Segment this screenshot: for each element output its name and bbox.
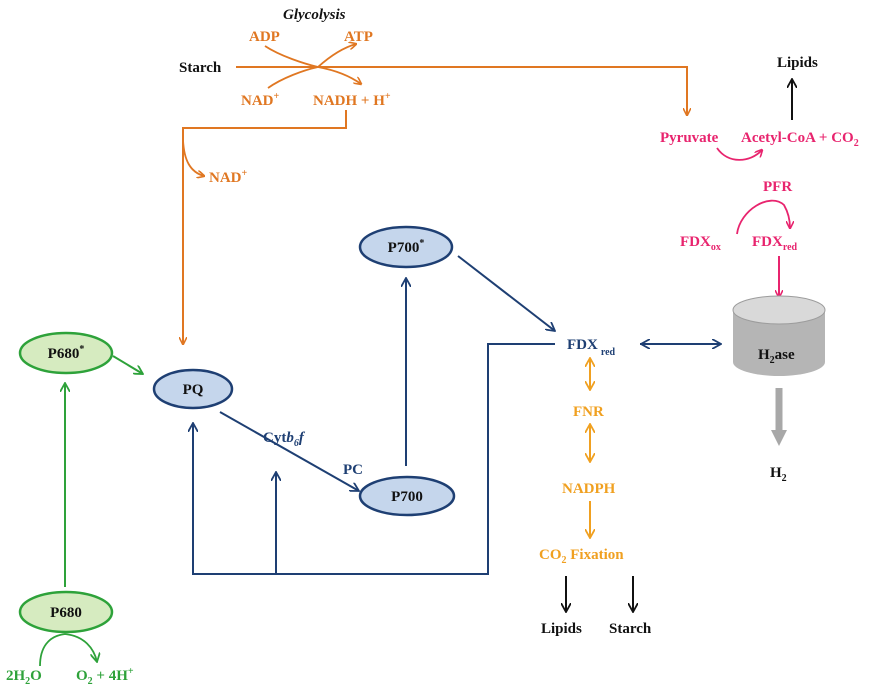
hydrogenase-group: H2ase H2 (732, 295, 826, 484)
lipids-bottom-label: Lipids (541, 621, 582, 637)
fdx-ox-label: FDXox (680, 234, 721, 253)
pc-label: PC (343, 462, 363, 478)
pyruvate-label: Pyruvate (660, 130, 719, 146)
nadph-label: NADPH (562, 481, 616, 497)
lipids-top-label: Lipids (777, 55, 818, 71)
p680star-to-pq-arrow (112, 355, 143, 374)
nad-nadh-curve (267, 66, 361, 89)
node-p680-star: P680* (18, 331, 114, 375)
pq-label: PQ (183, 382, 204, 398)
nadph-branch-group: FNR NADPH CO2 Fixation Lipids Starch (539, 358, 652, 637)
pq-to-p700-arrow (219, 411, 359, 491)
oxygen-label: O2 + 4H+ (76, 666, 134, 687)
p700-label: P700 (391, 489, 423, 505)
starch-to-pyruvate-arrow (236, 66, 687, 115)
cyt-b6f-label: Cytb6f (263, 430, 306, 449)
cyclic-electron-return-path (193, 343, 555, 575)
acetyl-coa-label: Acetyl-CoA + CO2 (741, 130, 859, 149)
pfr-label: PFR (763, 179, 792, 195)
nadh-to-pq-arrow (183, 110, 347, 344)
fdx-red-pink-label: FDXred (752, 234, 798, 253)
water-label: 2H2O (6, 668, 42, 687)
hydrogenase-cylinder-body (733, 310, 825, 376)
hydrogenase-label: H2ase (758, 347, 795, 366)
nadh-label: NADH + H+ (313, 91, 391, 109)
p700star-to-fdx-arrow (457, 255, 555, 331)
co2-fixation-label: CO2 Fixation (539, 547, 624, 566)
adp-label: ADP (249, 29, 280, 45)
starch-label: Starch (179, 60, 222, 76)
node-p700-star: P700* (358, 225, 454, 269)
pyruvate-to-acetyl-curve (716, 147, 762, 161)
node-p700: P700 (358, 475, 456, 517)
water-splitting-curve (39, 633, 97, 667)
glycolysis-title: Glycolysis (283, 7, 346, 23)
starch-bottom-label: Starch (609, 621, 652, 637)
nad-out-label: NAD+ (209, 168, 248, 186)
hydrogenase-cylinder-top (732, 295, 826, 325)
p700-star-label: P700* (388, 238, 425, 256)
pyruvate-group: Lipids Pyruvate Acetyl-CoA + CO2 PFR FDX… (660, 55, 859, 297)
photosystem-ii-group: 2H2O O2 + 4H+ (6, 355, 143, 687)
h2-label: H2 (770, 465, 787, 484)
nad-in-label: NAD+ (241, 91, 280, 109)
p680-label: P680 (50, 605, 82, 621)
adp-atp-curve (264, 44, 356, 68)
glycolysis-group: Glycolysis ADP ATP Starch NAD+ NADH + H+… (179, 7, 687, 344)
fdx-ox-to-red-curve (736, 199, 790, 235)
nad-release-curve (182, 139, 204, 176)
p680-star-label: P680* (48, 344, 85, 362)
node-p680: P680 (18, 590, 114, 634)
atp-label: ATP (344, 29, 373, 45)
fnr-label: FNR (573, 404, 604, 420)
node-pq: PQ (152, 368, 234, 410)
